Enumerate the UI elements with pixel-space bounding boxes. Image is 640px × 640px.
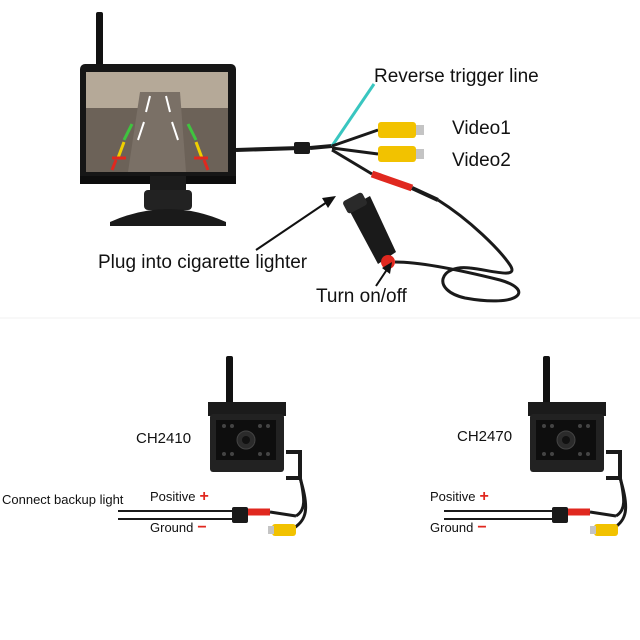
camera-2-positive-label: Positive+ — [430, 488, 489, 506]
monitor-antenna — [96, 12, 103, 74]
camera-2-positive-text: Positive — [430, 489, 476, 504]
power-cable-coil — [394, 198, 521, 303]
monitor-cable — [235, 146, 301, 152]
camera-2-antenna — [543, 356, 550, 406]
camera-2-rca-connector — [590, 524, 618, 536]
ground-sign-icon: − — [477, 519, 487, 536]
cigarette-lighter-plug — [343, 192, 396, 269]
reverse-trigger-wire — [330, 83, 376, 147]
positive-sign-icon: + — [479, 488, 489, 505]
power-fuse-sleeve — [370, 170, 414, 192]
camera-1-positive-label: Positive+ — [150, 488, 209, 506]
reverse-trigger-label: Reverse trigger line — [374, 66, 539, 87]
camera-ch2410 — [208, 356, 302, 480]
positive-sign-icon: + — [199, 488, 209, 505]
camera-1-rca-connector — [268, 524, 296, 536]
camera-2-ground-label: Ground− — [430, 519, 487, 537]
camera-1-model-label: CH2410 — [136, 430, 192, 447]
video2-rca-connector — [378, 146, 424, 162]
camera-1-positive-text: Positive — [150, 489, 196, 504]
camera-1-ground-label: Ground− — [150, 519, 207, 537]
video2-label: Video2 — [452, 150, 511, 171]
camera-ch2470 — [528, 356, 622, 480]
video1-label: Video1 — [452, 118, 511, 139]
switch-label: Turn on/off — [316, 286, 407, 307]
camera-1-bracket — [286, 450, 302, 480]
camera-2-ground-text: Ground — [430, 520, 474, 535]
video1-rca-connector — [378, 122, 424, 138]
cable-splitter — [294, 142, 310, 154]
plug-arrow — [255, 196, 336, 251]
camera-2-model-label: CH2470 — [457, 428, 513, 445]
plug-label: Plug into cigarette lighter — [98, 252, 308, 273]
camera-1-ground-text: Ground — [150, 520, 194, 535]
camera-2-bracket — [606, 450, 622, 480]
connect-backup-light-label: Connect backup light — [2, 492, 124, 507]
power-switch-button — [381, 255, 395, 269]
switch-arrow — [375, 262, 392, 287]
monitor-stand — [110, 176, 226, 226]
ground-sign-icon: − — [197, 519, 207, 536]
camera-1-antenna — [226, 356, 233, 406]
monitor — [80, 64, 236, 184]
